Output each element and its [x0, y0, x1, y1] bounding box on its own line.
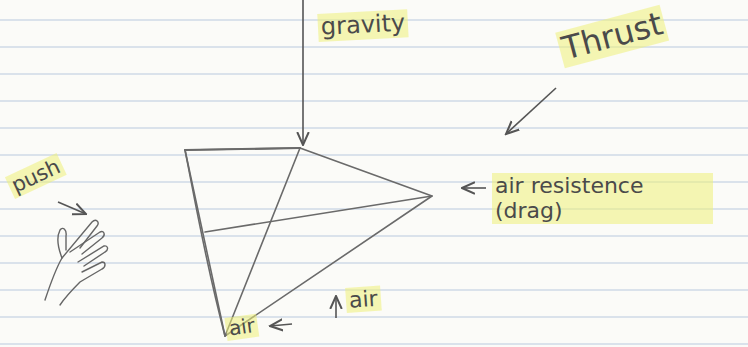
force-arrows [58, 0, 556, 326]
force-label: air resistence (drag) [492, 173, 713, 224]
kite-drawing [185, 148, 432, 336]
hand-drawing [45, 220, 108, 305]
air-label: air [345, 286, 381, 314]
force-label: gravity [317, 9, 409, 41]
force-label: Thrust [555, 5, 669, 69]
ruled-lines [0, 20, 748, 344]
air-label: air [224, 314, 259, 341]
action-label: push [5, 153, 67, 199]
